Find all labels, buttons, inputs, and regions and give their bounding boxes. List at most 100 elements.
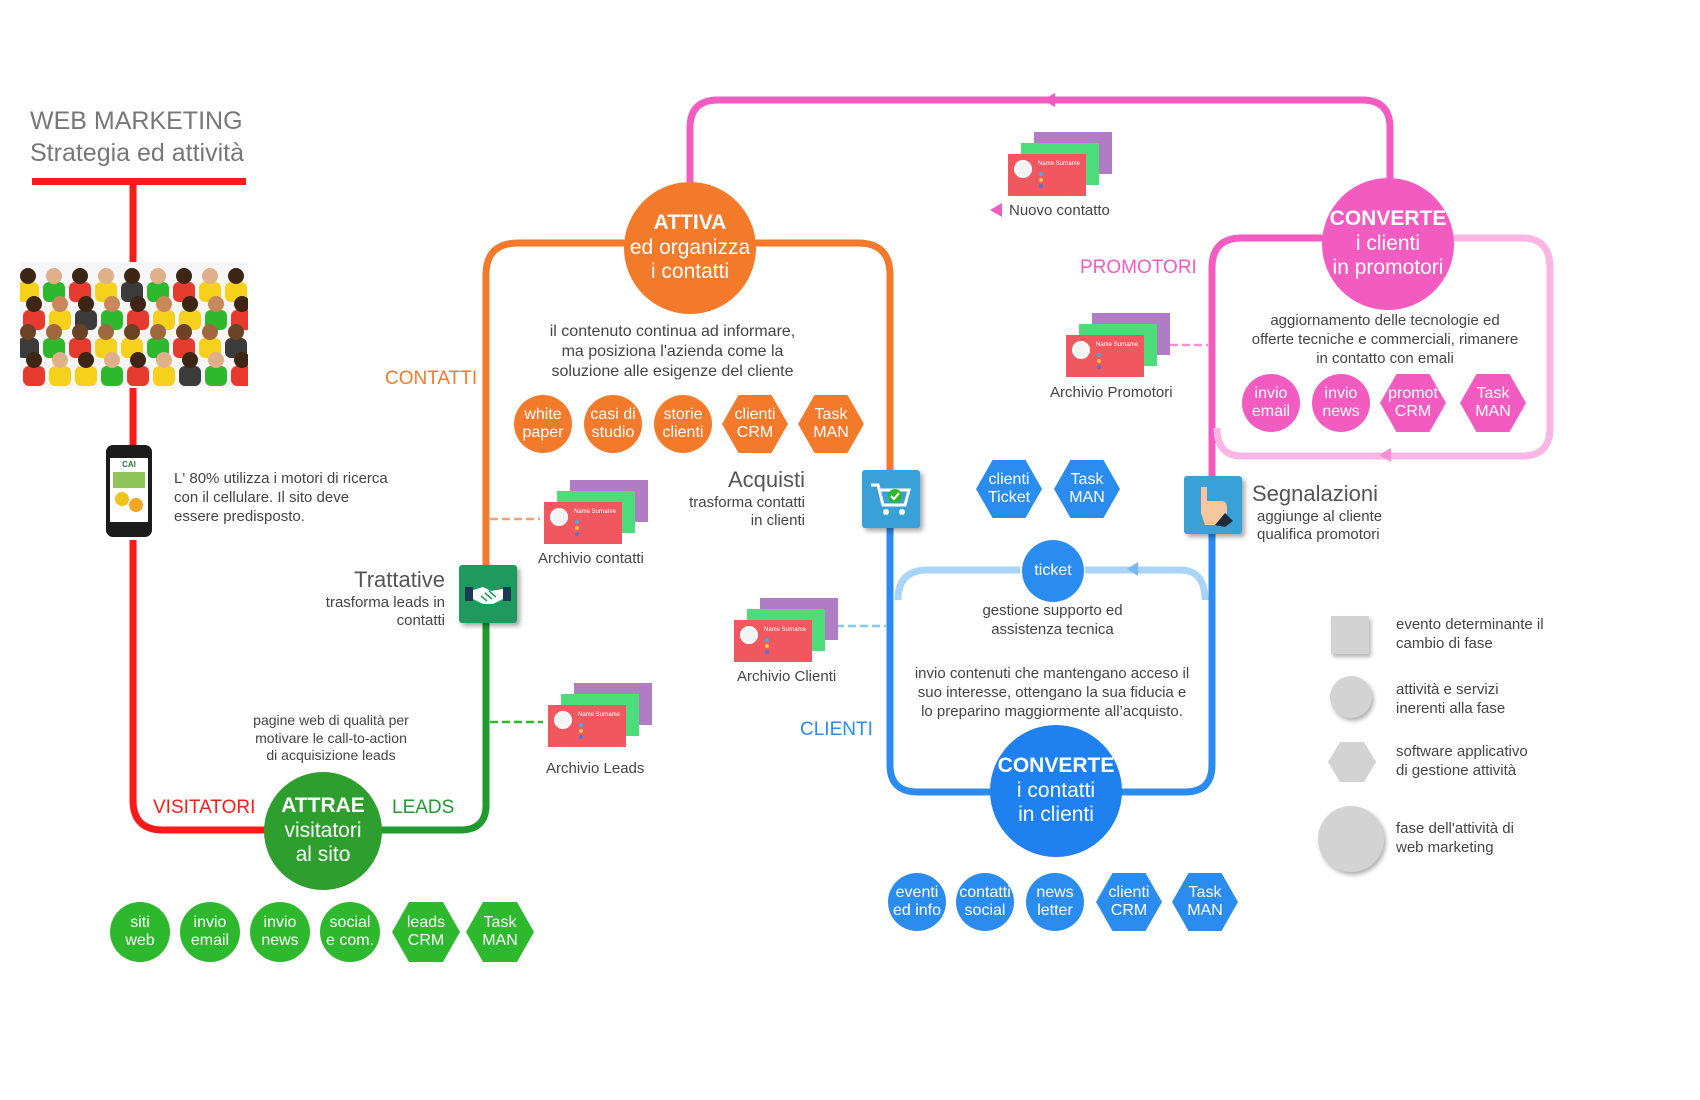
- trattative-subtitle: trasforma leads in: [325, 593, 445, 611]
- card-dot: [575, 532, 579, 536]
- support-desc-line: assistenza tecnica: [991, 620, 1114, 638]
- avatar: [554, 711, 572, 729]
- avatar: [1072, 341, 1090, 359]
- person-head: [104, 296, 120, 312]
- bubble-label: contatti: [959, 884, 1011, 902]
- legend-item: software applicativo di gestione attivit…: [1396, 743, 1528, 781]
- person-head: [124, 324, 140, 340]
- bubble-label: invio: [263, 914, 297, 932]
- handshake-icon[interactable]: [459, 565, 517, 623]
- bubble-label: MAN: [1069, 489, 1105, 506]
- card-dot: [1039, 184, 1043, 188]
- page-subtitle: Strategia ed attività: [30, 139, 245, 167]
- attiva-description: il contenuto continua ad informare, ma p…: [520, 322, 825, 382]
- phase-title: ATTRAE: [281, 793, 365, 817]
- card-dot: [579, 729, 583, 733]
- handshake-glyph: [465, 587, 511, 604]
- archivio-clienti-cards[interactable]: Name Surname: [730, 598, 838, 668]
- attrae-desc-line: pagine web di qualità per: [253, 712, 409, 728]
- phase-converte-promotori[interactable]: CONVERTE i clienti in promotori: [1322, 178, 1454, 310]
- person-head: [234, 296, 248, 312]
- bubble-label: Task: [1070, 471, 1104, 489]
- bubble-label: social: [329, 914, 371, 932]
- legend-item: fase dell'attività di web marketing: [1396, 820, 1514, 858]
- archivio-contatti-cards[interactable]: Name Surname: [540, 480, 648, 550]
- shopping-cart-icon[interactable]: [862, 470, 920, 528]
- segnalazioni-subtitle: aggiunge al cliente: [1257, 507, 1383, 525]
- cart-glyph: [871, 483, 911, 515]
- person-head: [124, 268, 140, 284]
- bubble-label: e com.: [325, 932, 374, 949]
- person-head: [52, 296, 68, 312]
- phase-line: in promotori: [1332, 256, 1444, 280]
- ticket-bubble[interactable]: ticket: [1022, 540, 1084, 602]
- bubble-label: Task: [1476, 385, 1510, 403]
- nuovo-contatto-cards[interactable]: Name Surname: [1004, 132, 1112, 202]
- phone-fruit: [129, 498, 143, 512]
- bubble-label: news: [261, 932, 299, 949]
- person-head: [20, 268, 36, 284]
- card-dot: [575, 526, 579, 530]
- bubble-label: letter: [1037, 902, 1073, 919]
- attrae-desc-line: motivare le call-to-action: [255, 729, 407, 746]
- phase-title: ATTIVA: [653, 210, 727, 234]
- label-visitatori: VISITATORI: [153, 797, 256, 818]
- archivio-promotori-cards[interactable]: Name Surname: [1062, 313, 1170, 383]
- contatti-line: [482, 239, 894, 565]
- person-head: [150, 268, 166, 284]
- person-head: [228, 268, 244, 284]
- person-head: [72, 324, 88, 340]
- card-dot: [579, 723, 583, 727]
- contact-card: Name Surname: [544, 502, 622, 544]
- person-head: [182, 296, 198, 312]
- nuovo-contatto-arrow: [990, 203, 1002, 217]
- attrae-description: pagine web di qualità per motivare le ca…: [228, 712, 434, 765]
- person-head: [26, 296, 42, 312]
- label-leads: LEADS: [392, 797, 455, 818]
- acquisti-subtitle: trasforma contatti: [689, 493, 805, 511]
- legend-hexagon-icon: [1328, 742, 1376, 782]
- legend-item: evento determinante il cambio di fase: [1396, 616, 1544, 654]
- phase-attrae[interactable]: ATTRAE visitatori al sito: [264, 772, 382, 890]
- segnalazioni-block: Segnalazioni aggiunge al cliente qualifi…: [1252, 480, 1382, 545]
- avatar: [550, 508, 568, 526]
- phase-converte-clienti[interactable]: CONVERTE i contatti in clienti: [990, 725, 1122, 857]
- card-name: Name Surname: [578, 712, 621, 718]
- support-description: gestione supporto ed assistenza tecnica: [955, 602, 1150, 640]
- person-head: [176, 268, 192, 284]
- legend-text: cambio di fase: [1396, 634, 1493, 652]
- archivio-leads-cards[interactable]: Name Surname: [544, 683, 652, 753]
- crowd-image: [20, 262, 248, 388]
- phase-attiva[interactable]: ATTIVA ed organizza i contatti: [624, 182, 756, 314]
- legend-square-icon: [1331, 616, 1369, 654]
- bubble-label: CRM: [407, 932, 445, 949]
- card-dot: [765, 650, 769, 654]
- promotori-description: aggiornamento delle tecnologie ed offert…: [1230, 312, 1540, 368]
- mobile-text: L' 80% utilizza i motori di ricerca con …: [174, 470, 388, 526]
- trattative-block: Trattative trasforma leads in contatti: [300, 566, 445, 631]
- ticket-arrow: [1127, 562, 1138, 576]
- phase-line: al sito: [295, 843, 351, 867]
- bubble-label: Ticket: [987, 489, 1031, 506]
- pointing-hand-icon[interactable]: [1184, 476, 1242, 534]
- label-contatti: CONTATTI: [385, 368, 478, 389]
- bubble-label: studio: [591, 424, 635, 441]
- legend-text: di gestione attività: [1396, 761, 1517, 779]
- card-name: Name Surname: [1038, 161, 1081, 167]
- mobile-text-line: L' 80% utilizza i motori di ricerca: [174, 470, 388, 487]
